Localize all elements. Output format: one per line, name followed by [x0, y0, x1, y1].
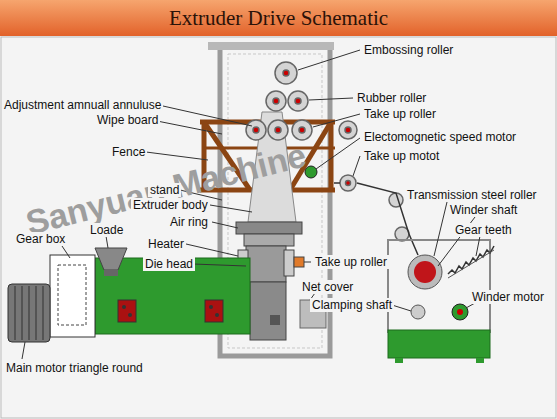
part-label: Clamping shaft	[310, 298, 394, 312]
part-label: Rubber roller	[355, 91, 428, 105]
part-label: Wipe board	[95, 113, 160, 127]
part-label: Transmission steel roller	[405, 188, 539, 202]
part-label: Loade	[88, 223, 125, 237]
part-label: Adjustment amnuall annuluse	[2, 98, 163, 112]
part-label: Net cover	[300, 280, 355, 294]
hopper	[95, 248, 127, 270]
part-label: stand	[148, 183, 181, 197]
part-label: Winder motor	[470, 290, 546, 304]
motor-pulley	[8, 284, 50, 342]
part-label: Fence	[110, 145, 147, 159]
part-label: Embossing roller	[362, 43, 455, 57]
part-label: Take up roller	[362, 107, 438, 121]
page-border	[1, 37, 556, 418]
part-label: Electomognetic speed motor	[362, 130, 518, 144]
part-label: Main motor triangle round	[4, 361, 145, 375]
leader-lines	[22, 50, 480, 359]
part-label: Winder shaft	[448, 203, 519, 217]
gear-box	[50, 255, 95, 337]
diagram-title: Extruder Drive Schematic	[0, 0, 557, 36]
part-label: Extruder body	[131, 198, 210, 212]
part-label: Take up roller	[313, 255, 389, 269]
part-label: Heater	[146, 237, 186, 251]
title-band	[0, 0, 557, 36]
part-label: Gear box	[14, 232, 67, 246]
part-label: Air ring	[168, 215, 210, 229]
part-label: Take up motot	[362, 149, 441, 163]
part-label: Die head	[143, 257, 195, 271]
part-label: Gear teeth	[453, 223, 514, 237]
